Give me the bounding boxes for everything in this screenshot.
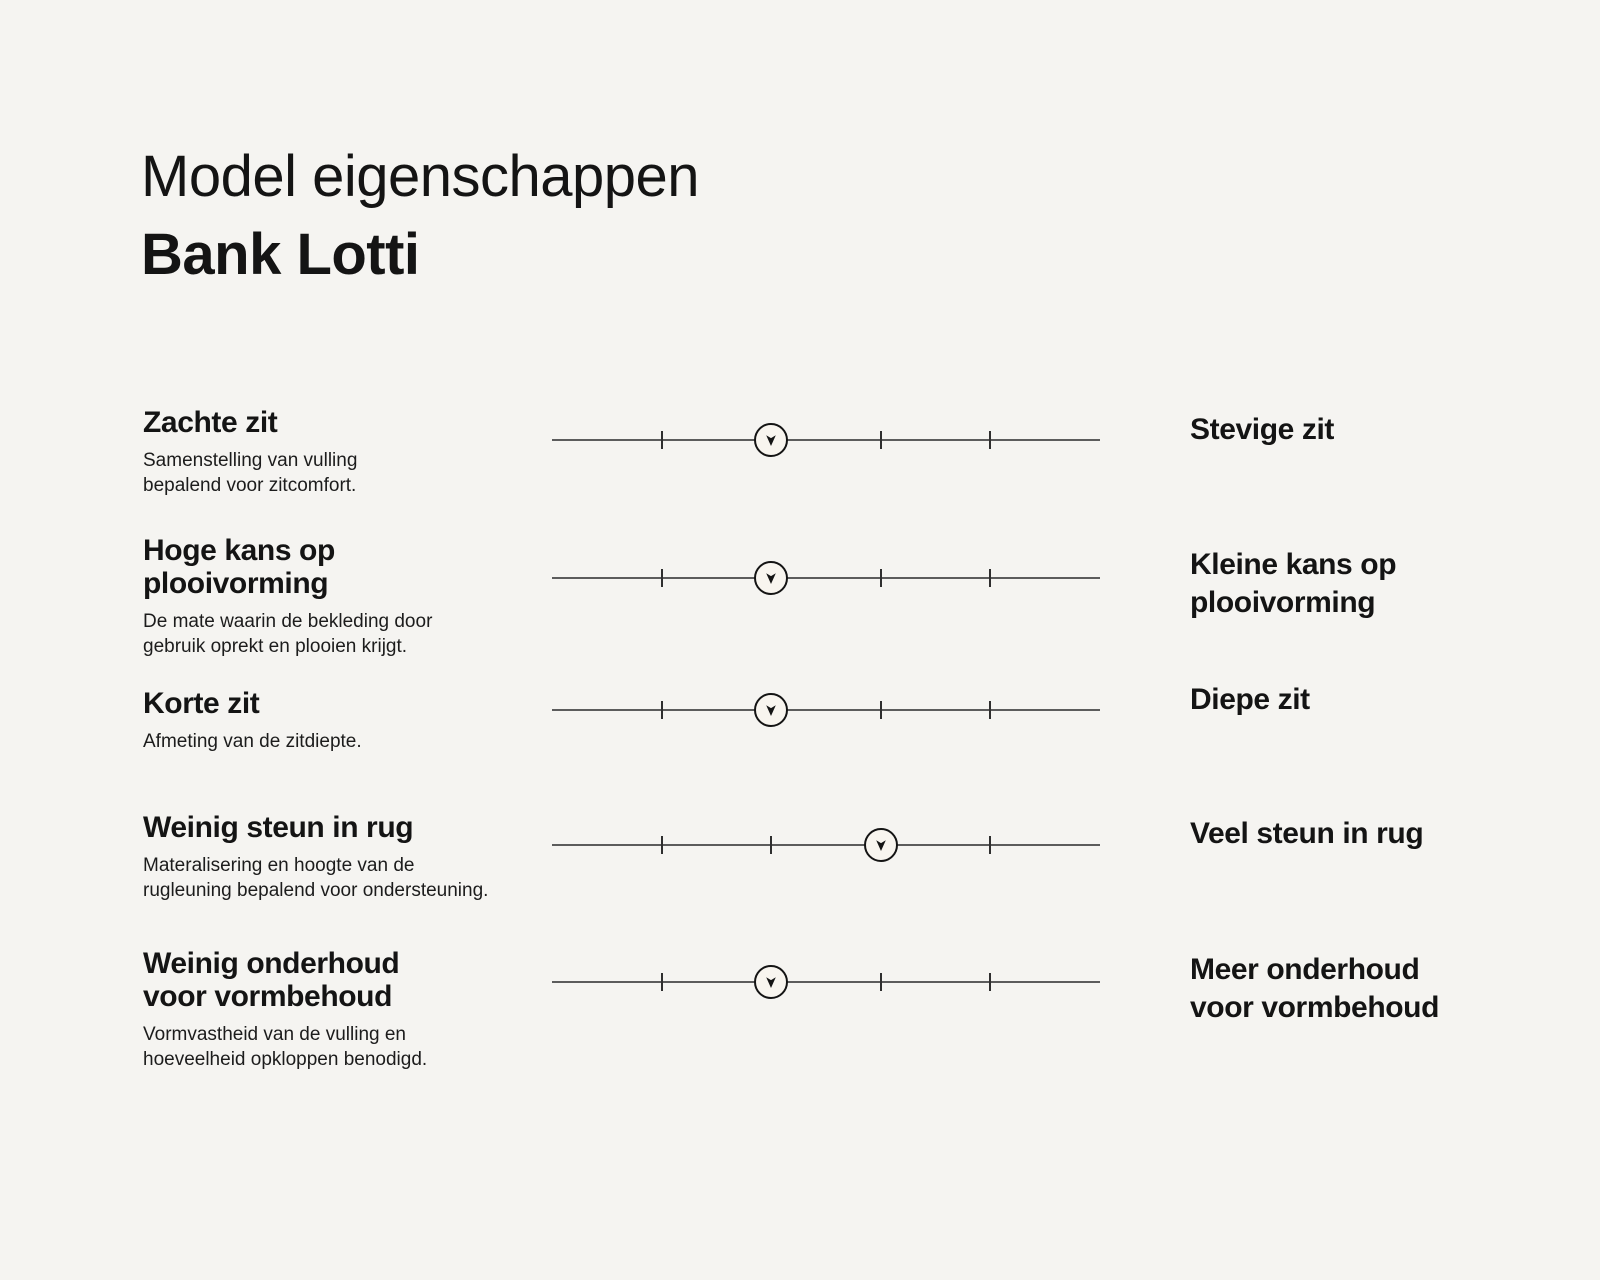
property-description: Materalisering en hoogte van de rugleuni…: [143, 855, 489, 902]
property-high-label: Stevige zit: [1190, 413, 1334, 446]
property-description: Vormvastheid van de vulling en hoeveelhe…: [143, 1024, 428, 1071]
scale-tick: [879, 569, 882, 587]
scale-tick: [660, 973, 663, 991]
scale-tick: [660, 701, 663, 719]
scale-tick: [660, 431, 663, 449]
property-left-block: Korte zit Afmeting van de zitdiepte.: [143, 687, 563, 754]
scale-line: [552, 439, 1100, 441]
property-low-label: Hoge kans op plooivorming: [143, 534, 335, 600]
down-dart-icon: [875, 840, 886, 851]
down-dart-icon: [766, 705, 776, 716]
property-high-label: Diepe zit: [1190, 683, 1310, 716]
scale-line: [552, 844, 1100, 846]
scale-tick: [879, 701, 882, 719]
property-high-label: Veel steun in rug: [1190, 817, 1424, 850]
scale-line: [552, 709, 1100, 711]
property-left-block: Weinig onderhoud voor vormbehoud Vormvas…: [143, 947, 563, 1073]
property-left-block: Zachte zit Samenstelling van vulling bep…: [143, 406, 563, 499]
scale-tick: [770, 836, 773, 854]
scale-tick: [660, 836, 663, 854]
down-dart-icon: [766, 435, 776, 446]
rating-marker: [754, 561, 789, 595]
property-description: De mate waarin de bekleding door gebruik…: [143, 611, 433, 658]
scale-tick: [660, 569, 663, 587]
property-description: Afmeting van de zitdiepte.: [143, 731, 362, 752]
scale-tick: [879, 431, 882, 449]
scale-tick: [989, 701, 992, 719]
scale-tick: [879, 973, 882, 991]
page-header: Model eigenschappen Bank Lotti: [141, 144, 700, 287]
scale-line: [552, 577, 1100, 579]
property-high-label: Meer onderhoud voor vormbehoud: [1190, 953, 1440, 1024]
down-dart-icon: [766, 977, 776, 988]
property-low-label: Weinig steun in rug: [143, 811, 414, 844]
rating-marker: [754, 693, 789, 727]
property-low-label: Korte zit: [143, 687, 260, 720]
product-name: Bank Lotti: [141, 222, 420, 287]
property-low-label: Zachte zit: [143, 406, 278, 439]
rating-marker: [754, 965, 789, 999]
scale-tick: [989, 973, 992, 991]
down-dart-icon: [766, 573, 776, 584]
scale-tick: [989, 836, 992, 854]
property-description: Samenstelling van vulling bepalend voor …: [143, 450, 358, 497]
scale-tick: [989, 569, 992, 587]
rating-marker: [863, 828, 898, 862]
property-low-label: Weinig onderhoud voor vormbehoud: [143, 947, 400, 1013]
scale-tick: [989, 431, 992, 449]
property-left-block: Weinig steun in rug Materalisering en ho…: [143, 811, 563, 904]
property-high-label: Kleine kans op plooivorming: [1190, 548, 1397, 619]
page-title: Model eigenschappen: [141, 144, 700, 209]
rating-marker: [754, 423, 789, 457]
property-left-block: Hoge kans op plooivorming De mate waarin…: [143, 534, 563, 660]
scale-line: [552, 981, 1100, 983]
